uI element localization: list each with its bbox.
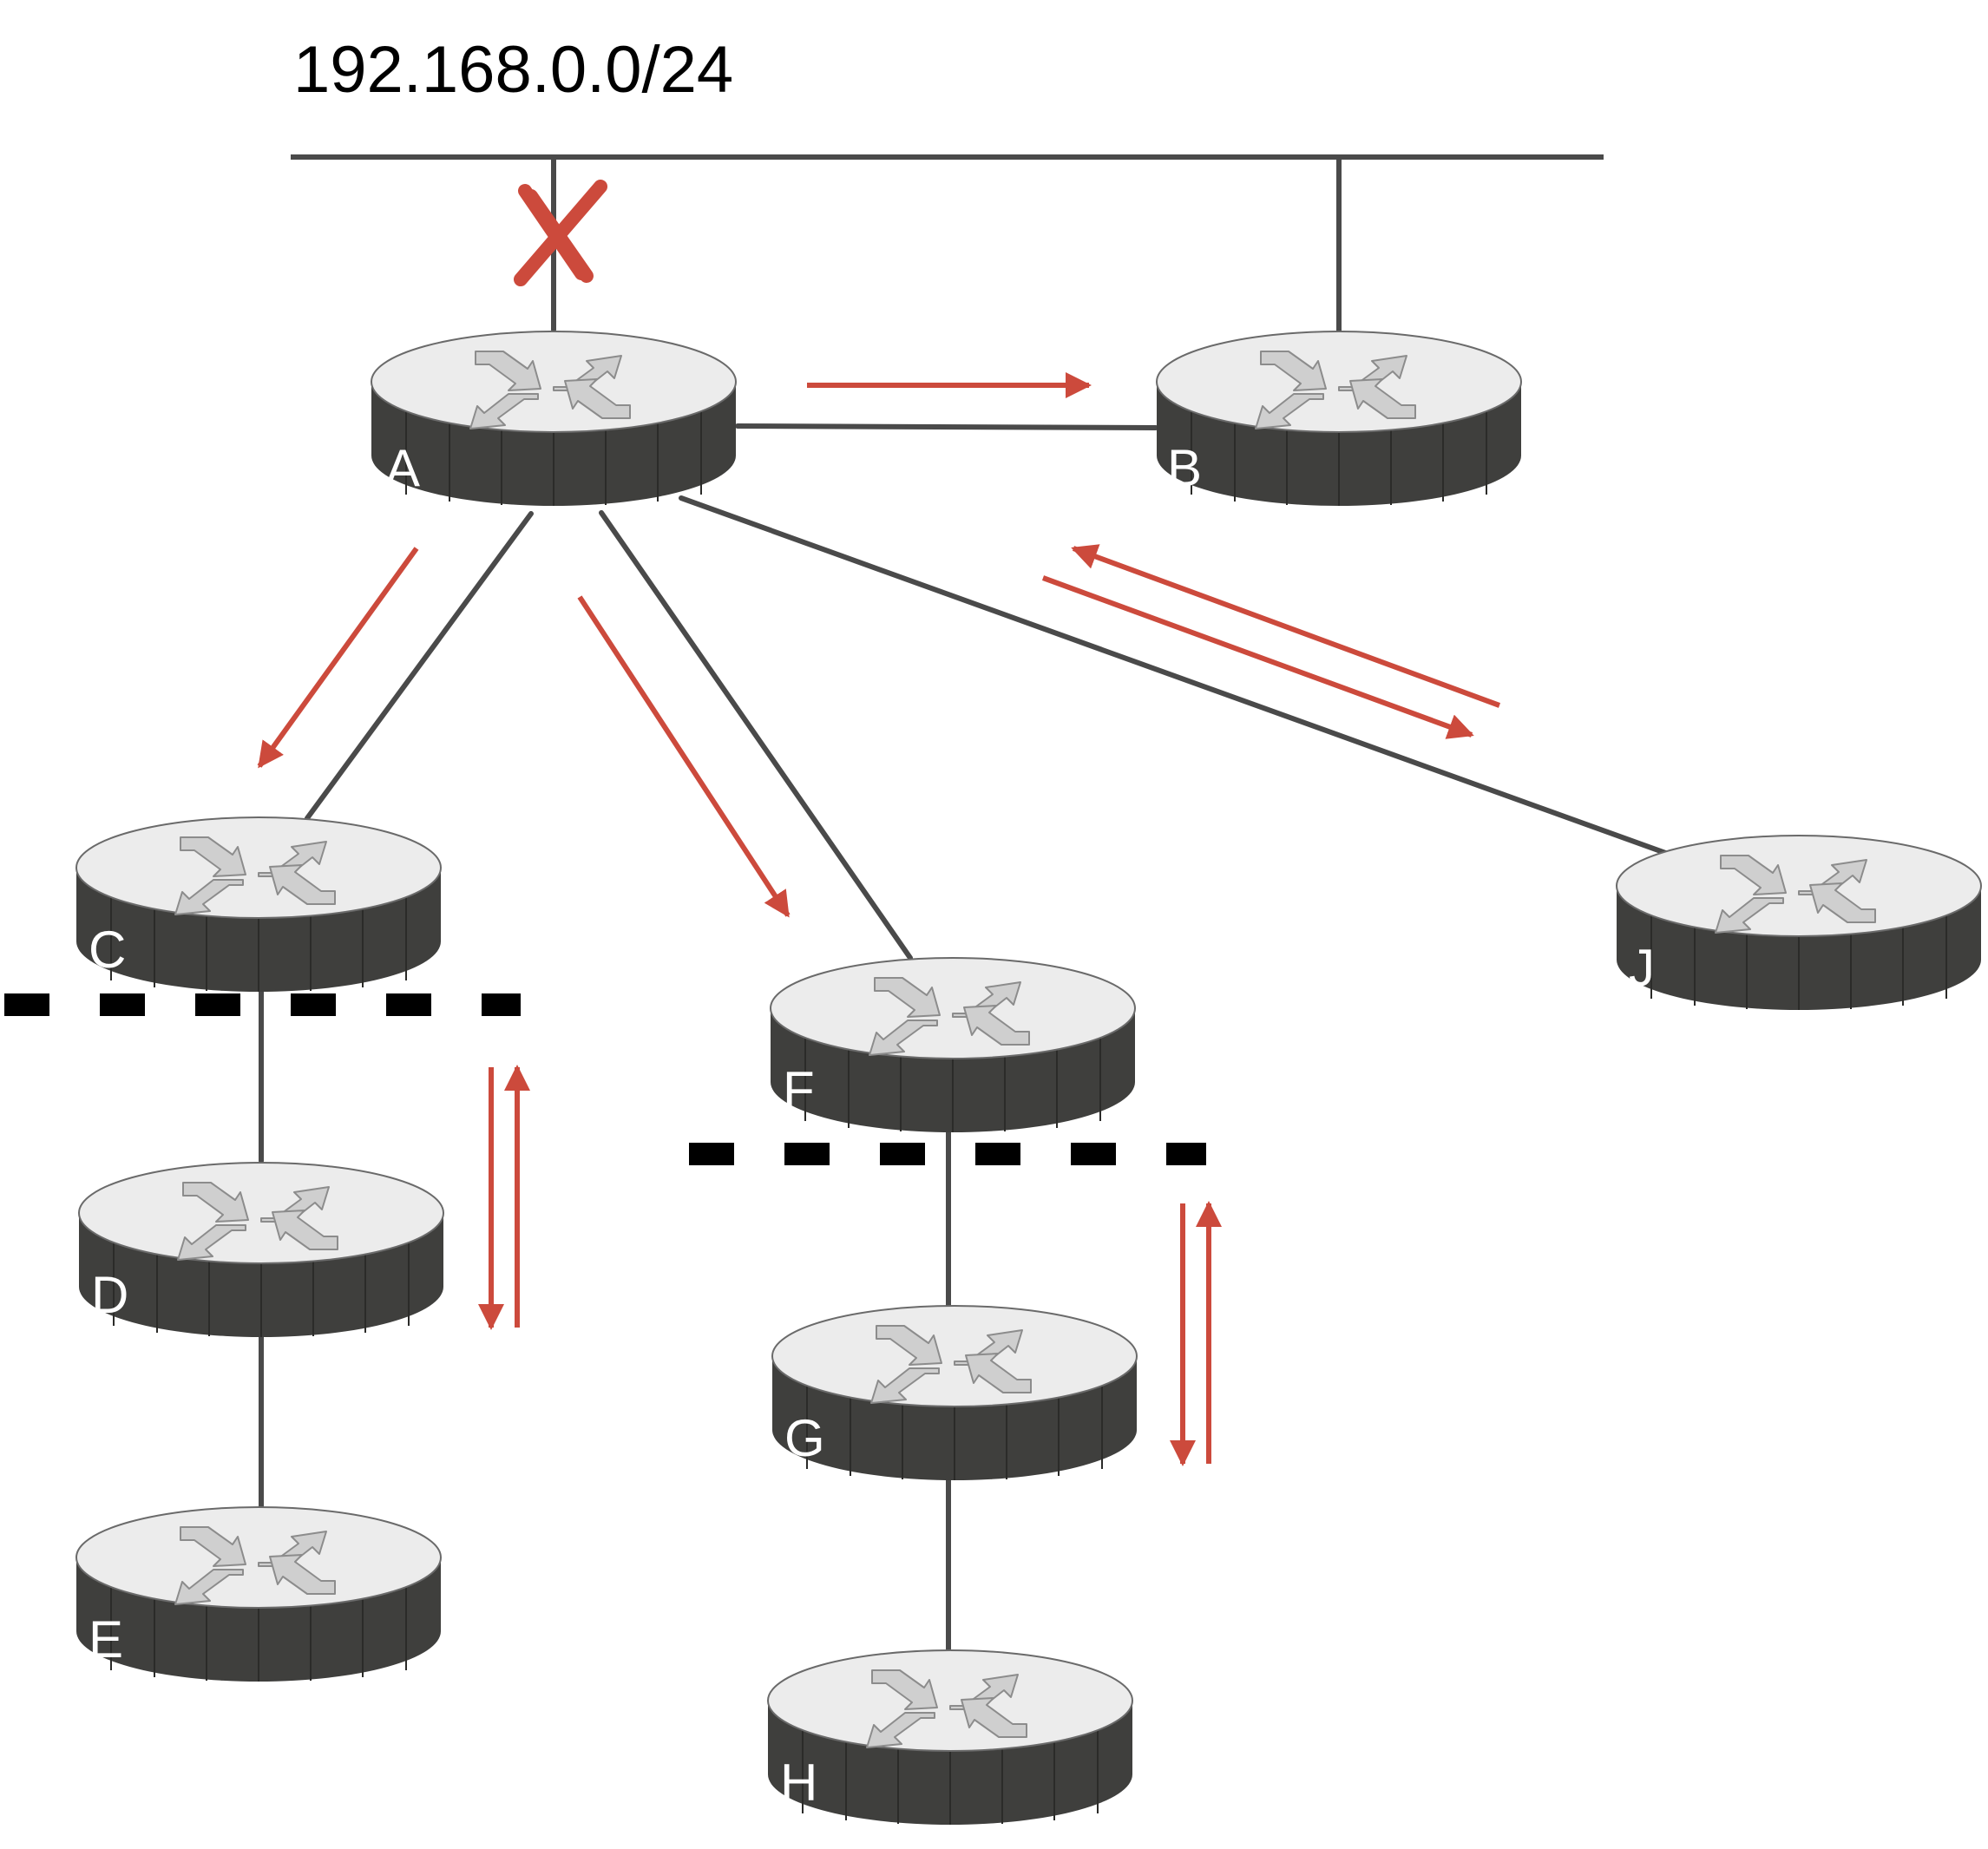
router-h: H xyxy=(767,1649,1133,1826)
links xyxy=(259,154,1670,1654)
router-label-h: H xyxy=(780,1754,817,1812)
link-failure-mark xyxy=(514,180,607,286)
router-label-a: A xyxy=(385,439,420,497)
router-a: A xyxy=(371,331,737,507)
arrow-a-to-c xyxy=(257,547,419,769)
router-label-g: G xyxy=(784,1409,825,1467)
router-b: B xyxy=(1156,331,1522,507)
router-label-e: E xyxy=(89,1610,123,1669)
arrow-a-to-f xyxy=(577,595,791,918)
router-label-j: J xyxy=(1629,939,1655,997)
router-f: F xyxy=(770,957,1136,1133)
router-label-c: C xyxy=(89,921,126,979)
arrow-j-to-a xyxy=(1071,544,1501,708)
link-a-f xyxy=(599,510,913,961)
router-label-f: F xyxy=(783,1061,815,1119)
router-c: C xyxy=(75,816,442,993)
link-a-j xyxy=(679,495,1670,856)
router-j: J xyxy=(1616,835,1982,1011)
router-e: E xyxy=(75,1506,442,1682)
link-a-c xyxy=(305,511,534,821)
router-label-b: B xyxy=(1167,439,1202,497)
router-d: D xyxy=(78,1162,444,1338)
router-label-d: D xyxy=(91,1266,128,1324)
subnet-label: 192.168.0.0/24 xyxy=(293,33,733,107)
arrow-a-to-j xyxy=(1041,575,1474,739)
message-arrows xyxy=(257,372,1501,1466)
link-a-b xyxy=(735,423,1158,430)
router-g: G xyxy=(771,1305,1138,1481)
